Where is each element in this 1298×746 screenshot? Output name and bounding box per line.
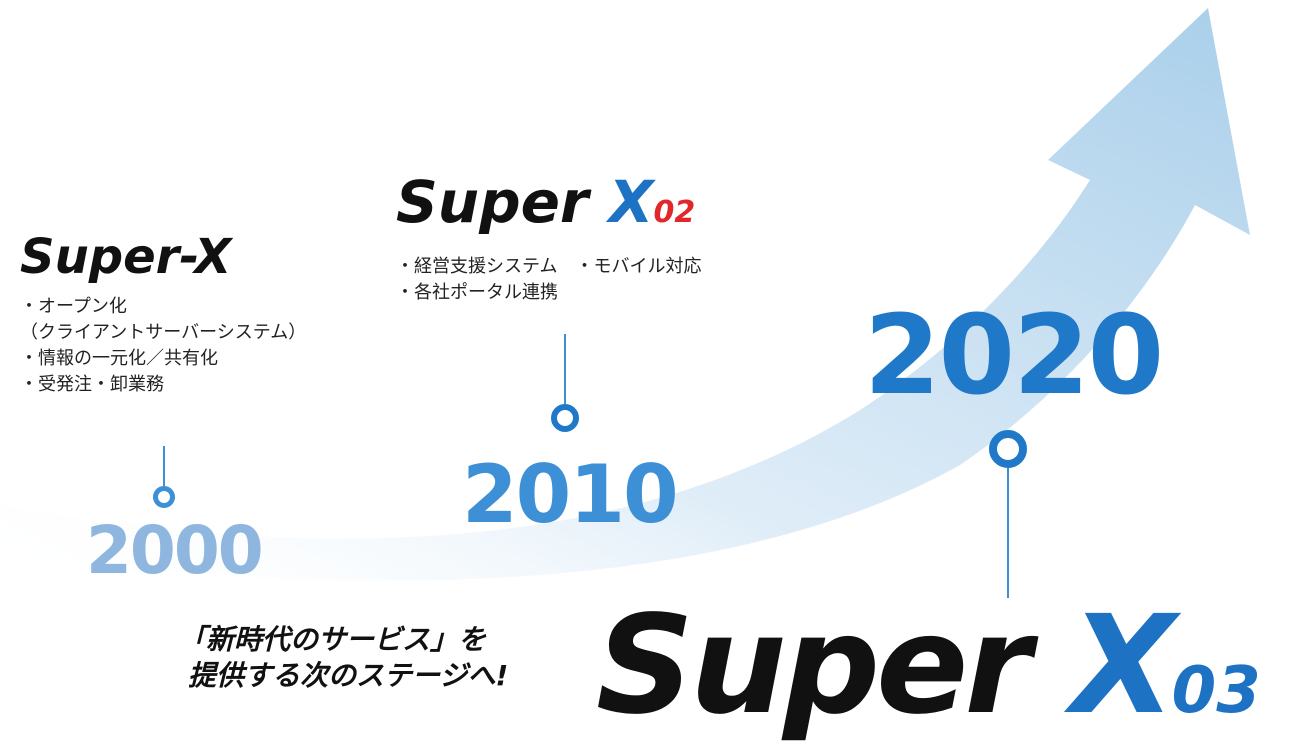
timeline-dot-icon — [153, 486, 175, 508]
timeline-stem — [163, 446, 165, 486]
logo-mark: X — [608, 168, 654, 236]
tagline-line-1: 「新時代のサービス」を — [178, 623, 487, 656]
x-mark-icon: X — [1070, 587, 1176, 745]
logo-word: Super — [396, 168, 589, 236]
logo-super-x-2020: Super X03 — [596, 598, 1261, 734]
timeline-dot-icon — [989, 430, 1027, 468]
feature-list-2000: ・オープン化 （クライアントサーバーシステム） ・情報の一元化／共有化 ・受発注… — [20, 294, 306, 398]
tagline: 「新時代のサービス」を 提供する次のステージへ! — [178, 622, 508, 695]
logo-suffix: 03 — [1171, 654, 1261, 728]
arrow-body — [0, 8, 1250, 581]
logo-mark: -X — [179, 229, 232, 285]
logo-word: Super — [596, 587, 1031, 745]
feature-item: ・受発注・卸業務 — [20, 374, 164, 396]
timeline-dot-icon — [551, 404, 579, 432]
feature-item: ・経営支援システム ・モバイル対応 — [396, 256, 702, 277]
timeline-stem — [1007, 468, 1009, 598]
logo-word: Super — [20, 229, 180, 285]
year-2000: 2000 — [86, 512, 264, 589]
feature-item: ・各社ポータル連携 — [396, 282, 558, 304]
tagline-line-2: 提供する次のステージへ! — [188, 659, 509, 693]
logo-suffix: 02 — [653, 195, 696, 230]
feature-item: ・オープン化 — [20, 296, 127, 317]
year-2020: 2020 — [864, 291, 1164, 419]
feature-list-2010: ・経営支援システム ・モバイル対応 ・各社ポータル連携 — [396, 254, 701, 306]
logo-super-x-2010: Super X02 — [396, 173, 695, 231]
logo-super-x-2000: Super-X — [20, 233, 231, 281]
feature-item: （クライアントサーバーシステム） — [20, 322, 307, 344]
timeline-stem — [564, 334, 566, 404]
feature-item: ・情報の一元化／共有化 — [20, 348, 218, 370]
year-2010: 2010 — [462, 448, 679, 541]
